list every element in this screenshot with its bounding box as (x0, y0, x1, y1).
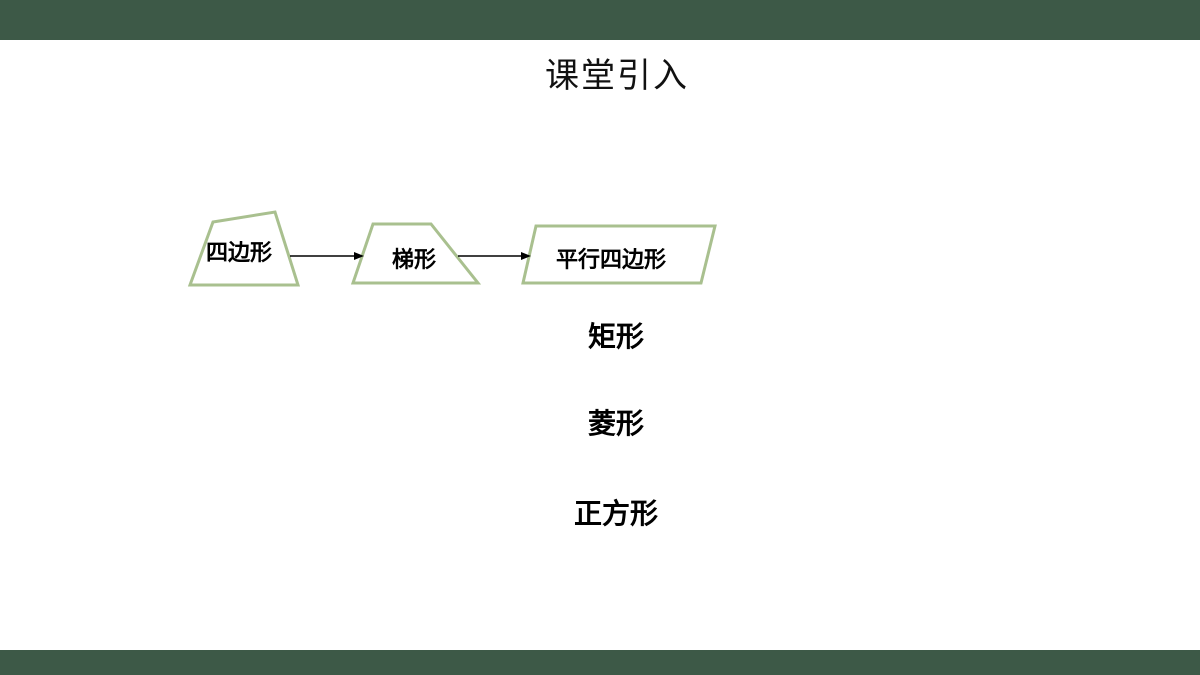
rectangle-label: 矩形 (588, 320, 645, 353)
trapezoid-label: 梯形 (392, 248, 437, 273)
quadrilateral-shape (187, 210, 301, 287)
quadrilateral-label: 四边形 (206, 241, 273, 266)
arrow-quadrilateral-to-trapezoid (290, 252, 364, 260)
bottom-bar (0, 650, 1200, 675)
trapezoid-shape (350, 222, 482, 285)
parallelogram-shape (521, 224, 717, 285)
parallelogram-label: 平行四边形 (556, 248, 667, 273)
rhombus-label: 菱形 (588, 407, 645, 440)
top-bar (0, 0, 1200, 40)
slide-title: 课堂引入 (545, 56, 689, 96)
square-label: 正方形 (574, 497, 659, 530)
arrow-trapezoid-to-parallelogram (458, 252, 531, 260)
